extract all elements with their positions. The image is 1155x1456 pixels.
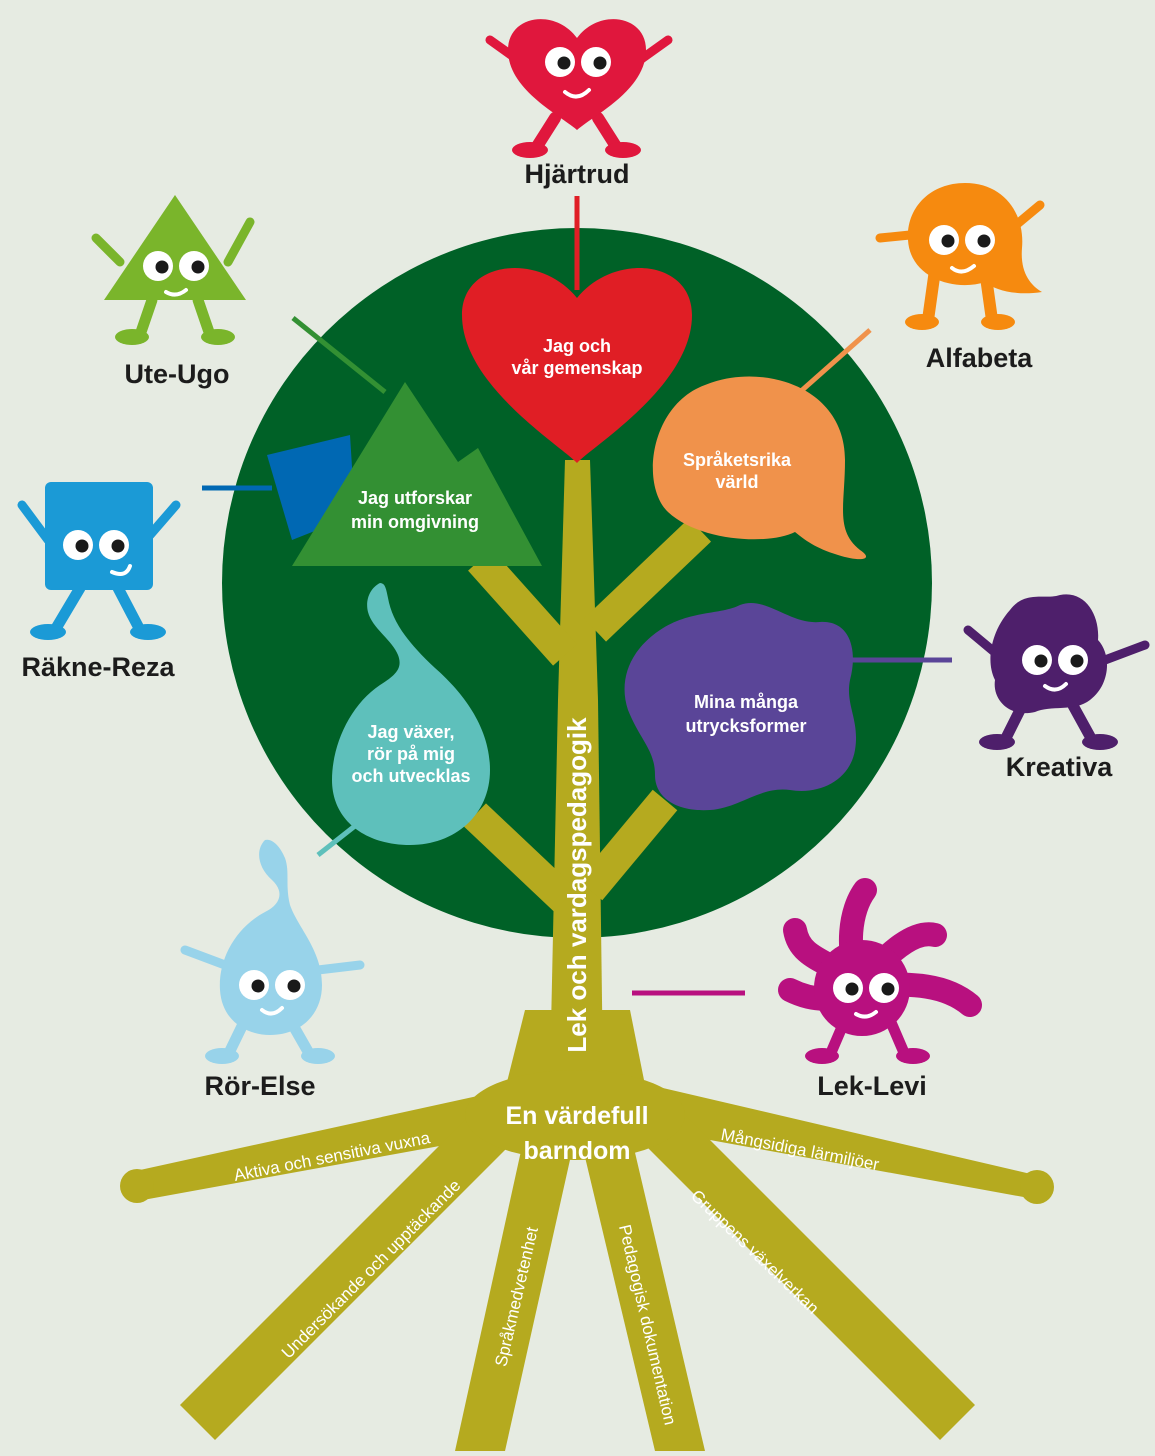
area-drop-line1: Jag växer, [367, 722, 454, 742]
splat-character-icon [963, 594, 1150, 750]
blob-character-icon [875, 183, 1045, 330]
area-mountain-line1: Jag utforskar [358, 488, 472, 508]
drop-character-icon [180, 839, 365, 1064]
character-name-alfabeta: Alfabeta [926, 343, 1034, 373]
character-name-ror-else: Rör-Else [204, 1071, 315, 1101]
area-mountain-line2: min omgivning [351, 512, 479, 532]
area-speech-line1: Språketsrika [683, 450, 792, 470]
area-drop-line2: rör på mig [367, 744, 455, 764]
area-heart-label: Jag och vår gemenskap [511, 336, 642, 378]
speech-bubble-shape [652, 376, 867, 560]
area-speech-label: Språketsrika värld [683, 450, 792, 492]
character-name-rakne-reza: Räkne-Reza [21, 652, 175, 682]
blob-shape [624, 602, 857, 811]
root-center-label: En värdefull barndom [505, 1102, 648, 1165]
root-label-1: Undersökande och upptäckande [278, 1176, 465, 1363]
root-center-line1: En värdefull [505, 1102, 648, 1130]
heart-shape [462, 268, 692, 463]
area-mountain-label: Jag utforskar min omgivning [351, 488, 479, 532]
drop-shape [332, 583, 490, 845]
area-drop-label: Jag växer, rör på mig och utvecklas [351, 722, 470, 786]
character-name-ute-ugo: Ute-Ugo [125, 359, 230, 389]
connector-lines [202, 196, 952, 996]
character-name-lek-levi: Lek-Levi [817, 1071, 927, 1101]
area-heart-line2: vår gemenskap [511, 358, 642, 378]
square-character-icon [17, 482, 181, 640]
tree-trunk [120, 460, 1054, 1451]
star-character-icon [778, 878, 982, 1064]
area-blob-line2: utrycksformer [685, 716, 806, 736]
character-name-hjartrud: Hjärtrud [524, 159, 629, 189]
root-center-line2: barndom [524, 1137, 631, 1165]
heart-character-icon [485, 19, 673, 158]
mountain-shape [292, 382, 542, 566]
trunk-label: Lek och vardagspedagogik [562, 717, 592, 1053]
triangle-character-icon [91, 195, 255, 345]
character-name-kreativa: Kreativa [1006, 752, 1114, 782]
area-speech-line2: värld [715, 472, 758, 492]
area-heart-line1: Jag och [543, 336, 611, 356]
area-drop-line3: och utvecklas [351, 766, 470, 786]
area-blob-line1: Mina många [694, 692, 799, 712]
area-blob-label: Mina många utrycksformer [685, 692, 806, 736]
